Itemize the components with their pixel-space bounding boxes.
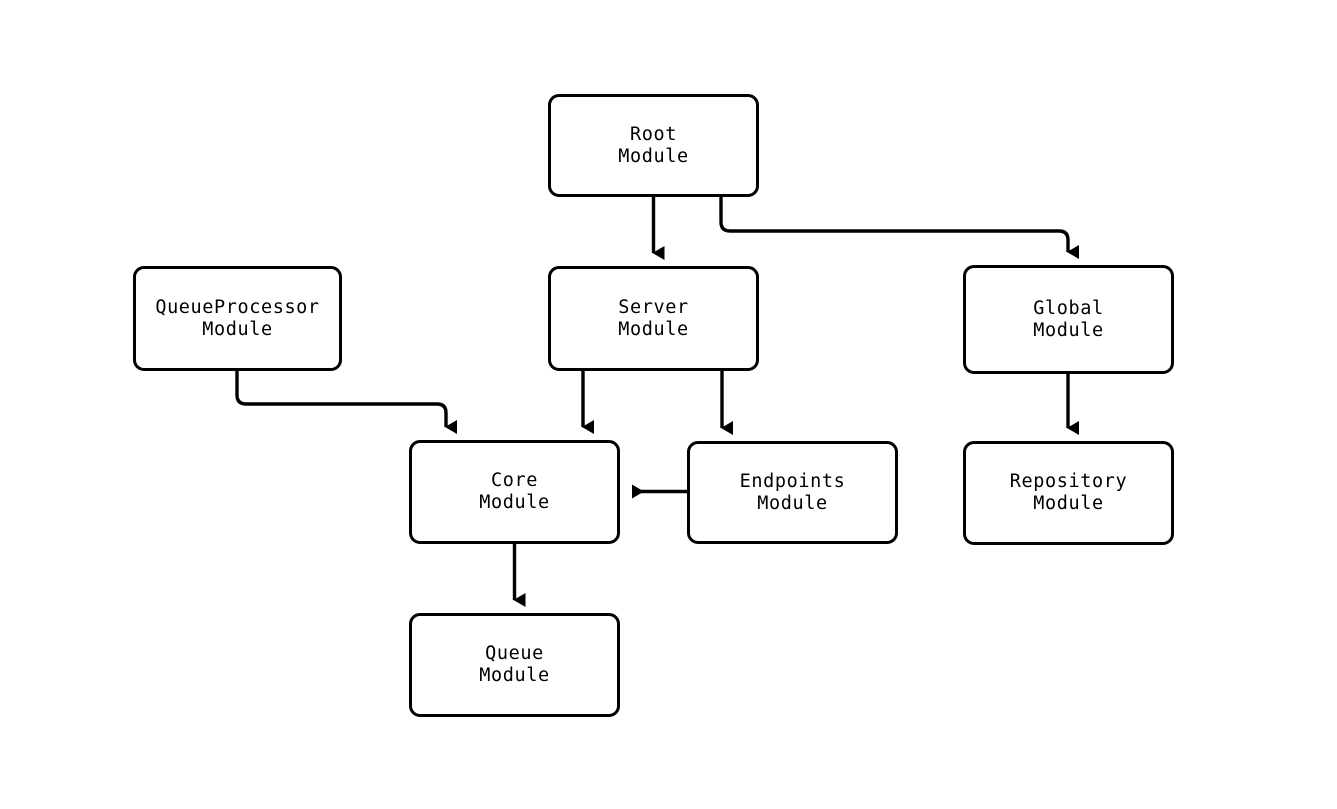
node-endpoints-module-line2: Module bbox=[757, 492, 828, 514]
node-repository-module[interactable]: Repository Module bbox=[963, 441, 1174, 545]
node-global-module-line2: Module bbox=[1033, 319, 1104, 341]
node-queue-module-line2: Module bbox=[479, 665, 550, 686]
node-repository-module-line2: Module bbox=[1033, 493, 1104, 514]
node-core-module-line1: Core bbox=[491, 470, 538, 491]
node-queueprocessor-module-line2: Module bbox=[202, 318, 273, 340]
node-server-module[interactable]: Server Module bbox=[548, 266, 759, 371]
node-global-module-line1: Global bbox=[1033, 297, 1104, 319]
node-root-module-line1: Root bbox=[630, 123, 677, 145]
edge-queueprocessor-to-core bbox=[235, 371, 457, 434]
node-endpoints-module-line1: Endpoints bbox=[739, 470, 846, 492]
node-core-module-line2: Module bbox=[479, 492, 550, 513]
node-server-module-line1: Server bbox=[618, 296, 689, 318]
node-endpoints-module[interactable]: Endpoints Module bbox=[687, 441, 898, 544]
edge-root-to-global bbox=[719, 197, 1079, 259]
node-queueprocessor-module[interactable]: QueueProcessor Module bbox=[133, 266, 342, 371]
node-root-module-line2: Module bbox=[618, 145, 689, 167]
node-server-module-line2: Module bbox=[618, 318, 689, 340]
node-queue-module-line1: Queue bbox=[485, 643, 544, 664]
node-queueprocessor-module-line1: QueueProcessor bbox=[155, 296, 320, 318]
node-root-module[interactable]: Root Module bbox=[548, 94, 759, 197]
node-core-module[interactable]: Core Module bbox=[409, 440, 620, 544]
node-queue-module[interactable]: Queue Module bbox=[409, 613, 620, 717]
node-repository-module-line1: Repository bbox=[1009, 471, 1128, 492]
node-global-module[interactable]: Global Module bbox=[963, 265, 1174, 374]
